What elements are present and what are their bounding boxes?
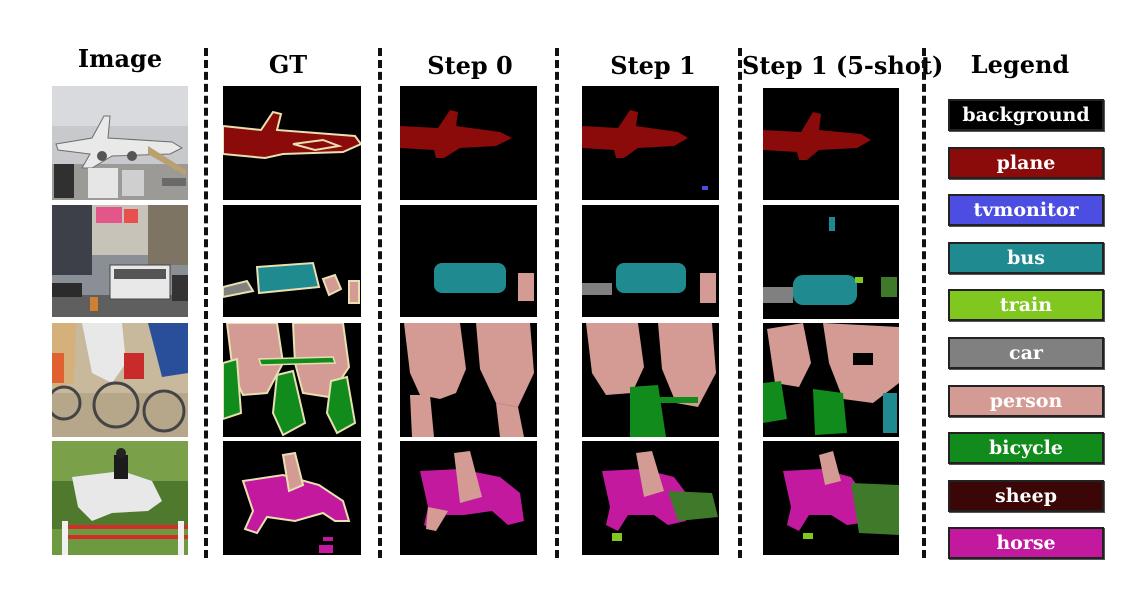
legend-item-bus: bus <box>948 241 1104 274</box>
column-divider <box>555 48 559 558</box>
pred-step1-5shot-cyclists <box>763 323 899 437</box>
header-image: Image <box>77 44 163 73</box>
input-image-show-jumping <box>52 441 188 555</box>
pred-step1-5shot-bus <box>763 205 899 319</box>
header-gt: GT <box>268 50 308 79</box>
legend-item-person: person <box>948 384 1104 417</box>
gt-mask-cyclists <box>223 323 361 437</box>
pred-step1-bus <box>582 205 719 317</box>
column-divider <box>922 48 926 558</box>
pred-step1-5shot-horse <box>763 441 899 555</box>
pred-step0-horse <box>400 441 537 555</box>
gt-mask-horse <box>223 441 361 555</box>
legend-item-train: train <box>948 289 1104 322</box>
pred-step1-plane <box>582 86 719 200</box>
legend-item-tvmonitor: tvmonitor <box>948 194 1104 227</box>
gt-mask-bus <box>223 205 361 317</box>
input-image-street <box>52 205 188 317</box>
legend-item-horse: horse <box>948 527 1104 560</box>
pred-step1-horse <box>582 441 719 555</box>
pred-step0-bus <box>400 205 537 317</box>
column-divider <box>204 48 208 558</box>
header-legend: Legend <box>970 50 1070 79</box>
pred-step1-cyclists <box>582 323 719 437</box>
header-step1-5shot: Step 1 (5-shot) <box>742 51 944 80</box>
legend-item-background: background <box>948 99 1104 131</box>
gt-mask-plane <box>223 86 361 200</box>
legend-item-sheep: sheep <box>948 479 1104 512</box>
header-step1: Step 1 <box>610 51 696 80</box>
pred-step1-5shot-plane <box>763 88 899 200</box>
column-divider <box>738 48 742 558</box>
legend-item-car: car <box>948 337 1104 369</box>
input-image-cyclists <box>52 323 188 437</box>
pred-step0-cyclists <box>400 323 537 437</box>
pred-step0-plane <box>400 86 537 200</box>
legend-item-bicycle: bicycle <box>948 432 1104 465</box>
column-divider <box>378 48 382 558</box>
header-step0: Step 0 <box>427 51 513 80</box>
legend-item-plane: plane <box>948 146 1104 179</box>
input-image-airport <box>52 86 188 200</box>
